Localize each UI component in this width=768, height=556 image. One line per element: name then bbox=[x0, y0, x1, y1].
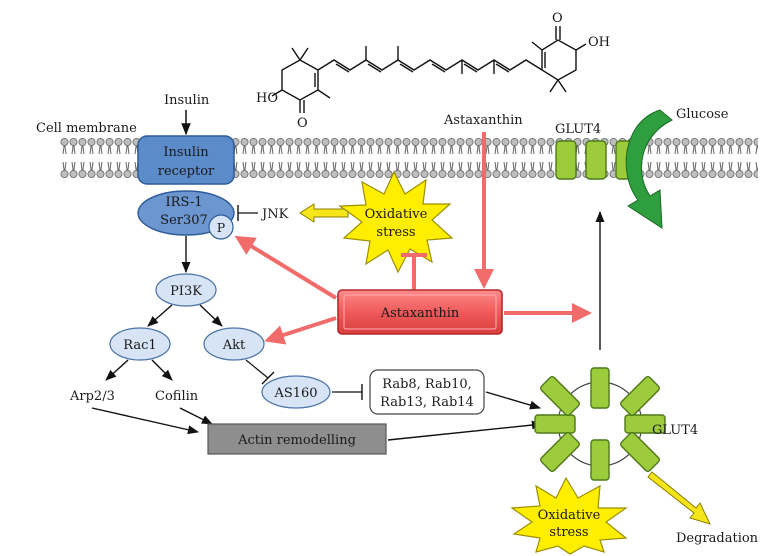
irs1-label-2: Ser307 bbox=[160, 213, 208, 228]
molecule-hydroxyl-right: OH bbox=[588, 35, 610, 50]
phospho-label: P bbox=[217, 220, 225, 235]
oxidative-stress-top-label-1: Oxidative bbox=[365, 207, 428, 222]
oxidative-stress-bottom-label-2: stress bbox=[549, 525, 588, 540]
arp23-to-actin-arrow bbox=[91, 407, 200, 435]
glucose-arrow bbox=[625, 109, 673, 229]
molecule-hydroxyl-left: HO bbox=[256, 91, 278, 106]
pi3k-node bbox=[155, 273, 217, 307]
rac1-to-cofilin-arrow bbox=[151, 359, 173, 381]
actin-remodelling-box bbox=[207, 423, 387, 455]
insulin-receptor-box bbox=[137, 135, 235, 185]
irs1-label-1: IRS-1 bbox=[166, 195, 203, 210]
astaxanthin-box-inner bbox=[343, 294, 497, 330]
astaxanthin-to-akt-arrow bbox=[264, 316, 337, 345]
arp23-label: Arp2/3 bbox=[69, 389, 115, 404]
akt-inhibit-as160-bar bbox=[261, 371, 275, 385]
oxidative-stress-bottom-label-1: Oxidative bbox=[538, 508, 601, 523]
rac1-label: Rac1 bbox=[123, 338, 156, 353]
astaxanthin-top-label: Astaxanthin bbox=[443, 113, 523, 128]
oxidative-stress-burst-bottom bbox=[510, 476, 628, 555]
pi3k-to-rac1-arrow bbox=[147, 304, 173, 327]
degradation-label: Degradation bbox=[676, 531, 759, 546]
pi3k-label: PI3K bbox=[170, 284, 202, 299]
degradation-arrow bbox=[647, 471, 711, 525]
insulin-label: Insulin bbox=[164, 93, 210, 108]
as160-node bbox=[261, 375, 331, 409]
rac1-node bbox=[109, 327, 171, 361]
insulin-receptor-label-1: Insulin bbox=[163, 145, 209, 160]
glucose-label: Glucose bbox=[676, 107, 729, 122]
astaxanthin-to-irs1-arrow bbox=[234, 235, 338, 300]
akt-inhibit-as160-line bbox=[245, 359, 269, 379]
pi3k-to-akt-arrow bbox=[199, 304, 223, 327]
as160-label: AS160 bbox=[273, 386, 317, 401]
glut4-vesicle-label: GLUT4 bbox=[652, 423, 698, 438]
cofilin-label: Cofilin bbox=[155, 389, 199, 404]
glut4-vesicle bbox=[534, 367, 666, 481]
astaxanthin-box bbox=[337, 289, 503, 335]
jnk-label: JNK bbox=[260, 207, 289, 222]
oxidative-stress-burst-top bbox=[338, 170, 454, 274]
molecule-oxo-top: O bbox=[552, 11, 563, 26]
glut4-membrane-label: GLUT4 bbox=[555, 122, 601, 137]
insulin-receptor-label-2: receptor bbox=[158, 164, 215, 179]
molecule-oxo-bottom: O bbox=[297, 116, 308, 131]
cell-membrane-label: Cell membrane bbox=[36, 121, 137, 136]
glut4-membrane-channels bbox=[555, 140, 637, 180]
actin-remodelling-label: Actin remodelling bbox=[237, 433, 356, 448]
rab-to-glut4-arrow bbox=[485, 391, 542, 410]
phospho-node bbox=[208, 214, 234, 240]
astaxanthin-box-label: Astaxanthin bbox=[380, 306, 460, 321]
actin-to-glut4-arrow bbox=[387, 420, 544, 441]
oxidative-to-jnk-arrow bbox=[299, 203, 349, 223]
rac1-to-arp23-arrow bbox=[105, 359, 129, 381]
akt-label: Akt bbox=[222, 338, 246, 353]
astaxanthin-molecule bbox=[271, 26, 587, 113]
rab-box bbox=[369, 369, 485, 415]
rab-label-1: Rab8, Rab10, bbox=[382, 377, 472, 392]
cofilin-to-actin-arrow bbox=[179, 407, 214, 425]
rab-label-2: Rab13, Rab14 bbox=[380, 395, 474, 410]
oxidative-stress-top-label-2: stress bbox=[376, 225, 415, 240]
akt-node bbox=[203, 327, 265, 361]
